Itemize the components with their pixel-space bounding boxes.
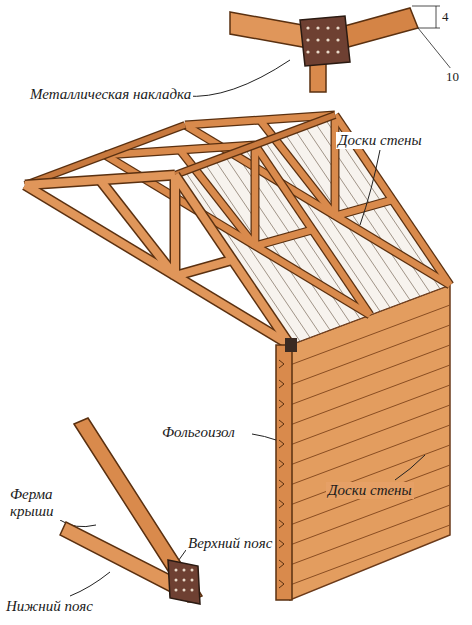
part-label: Металлическая накладка xyxy=(28,86,193,103)
nail xyxy=(191,589,194,592)
foil-mark xyxy=(279,420,284,428)
nail xyxy=(183,569,186,572)
board-line xyxy=(290,365,450,425)
nail xyxy=(326,26,329,29)
foil-mark xyxy=(279,440,284,448)
board-line xyxy=(290,405,450,465)
board-line xyxy=(290,465,450,525)
foil-mark xyxy=(279,360,284,368)
nail xyxy=(183,589,186,592)
nail xyxy=(183,579,186,582)
board-line xyxy=(290,505,450,565)
board-line xyxy=(290,385,450,445)
wall-boards xyxy=(290,305,450,585)
joint-detail xyxy=(230,6,460,92)
nail xyxy=(191,569,194,572)
nail xyxy=(191,579,194,582)
foil-mark xyxy=(279,520,284,528)
foil-mark xyxy=(279,460,284,468)
part-label: Доски стены xyxy=(336,132,424,149)
metal-plate xyxy=(168,560,200,604)
truss-heel-detail xyxy=(60,418,202,604)
nail xyxy=(306,26,309,29)
part-label: Нижний пояс xyxy=(4,598,95,615)
nail xyxy=(316,38,319,41)
nail xyxy=(326,38,329,41)
board-line xyxy=(290,445,450,505)
post-plate xyxy=(285,338,297,352)
foil-mark xyxy=(279,380,284,388)
dimension: 4 xyxy=(440,8,451,25)
nail xyxy=(336,50,339,53)
nail xyxy=(175,579,178,582)
dimension: 10 xyxy=(444,68,461,85)
board-line xyxy=(290,345,450,405)
nail xyxy=(175,589,178,592)
nail xyxy=(316,26,319,29)
foil-insulation xyxy=(279,360,284,588)
front-truss xyxy=(25,175,290,345)
nail xyxy=(316,50,319,53)
board-line xyxy=(290,525,450,585)
foil-mark xyxy=(279,480,284,488)
nail xyxy=(175,569,178,572)
metal-plate xyxy=(300,16,350,66)
nail xyxy=(326,50,329,53)
foil-mark xyxy=(279,560,284,568)
nail xyxy=(306,50,309,53)
board-line xyxy=(290,425,450,485)
part-label: Фольгоизол xyxy=(160,424,237,441)
nail xyxy=(336,38,339,41)
part-label: Доски стены xyxy=(326,482,414,499)
nail xyxy=(306,38,309,41)
nail xyxy=(336,26,339,29)
part-label: Верхний пояс xyxy=(186,535,274,552)
foil-mark xyxy=(279,400,284,408)
foil-mark xyxy=(279,580,284,588)
leader-lines xyxy=(60,60,425,596)
corner-post xyxy=(276,345,292,600)
part-label: Ферма крыши xyxy=(8,486,68,520)
foil-mark xyxy=(279,500,284,508)
foil-mark xyxy=(279,540,284,548)
